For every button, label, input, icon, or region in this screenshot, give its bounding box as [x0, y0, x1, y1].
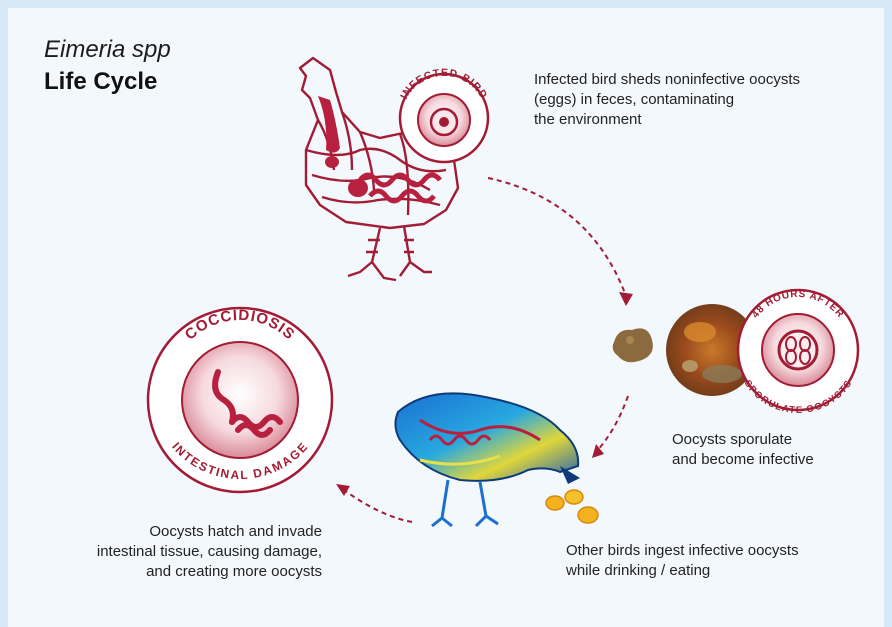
- sporulated-oocyst-icon: [779, 331, 817, 369]
- caption-line: Oocysts sporulate: [672, 430, 814, 450]
- feces-icon: [613, 328, 653, 362]
- infected-bird-caption: Infected bird sheds noninfective oocysts…: [534, 70, 800, 130]
- infected-bird-badge: INFECTED BIRD: [398, 67, 490, 162]
- grain-icon: [546, 490, 598, 523]
- caption-line: and creating more oocysts: [40, 562, 322, 582]
- caption-line: Oocysts hatch and invade: [40, 522, 322, 542]
- caption-line: Other birds ingest infective oocysts: [566, 541, 799, 561]
- caption-line: Infected bird sheds noninfective oocysts: [534, 70, 800, 90]
- coccidiosis-caption: Oocysts hatch and invade intestinal tiss…: [40, 522, 322, 582]
- caption-line: the environment: [534, 110, 800, 130]
- ingestion-caption: Other birds ingest infective oocysts whi…: [566, 541, 799, 581]
- sporulation-caption: Oocysts sporulate and become infective: [672, 430, 814, 470]
- coccidiosis-badge: COCCIDIOSIS INTESTINAL DAMAGE: [148, 307, 332, 492]
- caption-line: intestinal tissue, causing damage,: [40, 542, 322, 562]
- caption-line: while drinking / eating: [566, 561, 799, 581]
- caption-line: and become infective: [672, 450, 814, 470]
- oocyst-icon: [431, 109, 457, 135]
- caption-line: (eggs) in feces, contaminating: [534, 90, 800, 110]
- sporulation-badge: 48 HOURS AFTER SPORULATE OOCYSTS: [738, 289, 858, 417]
